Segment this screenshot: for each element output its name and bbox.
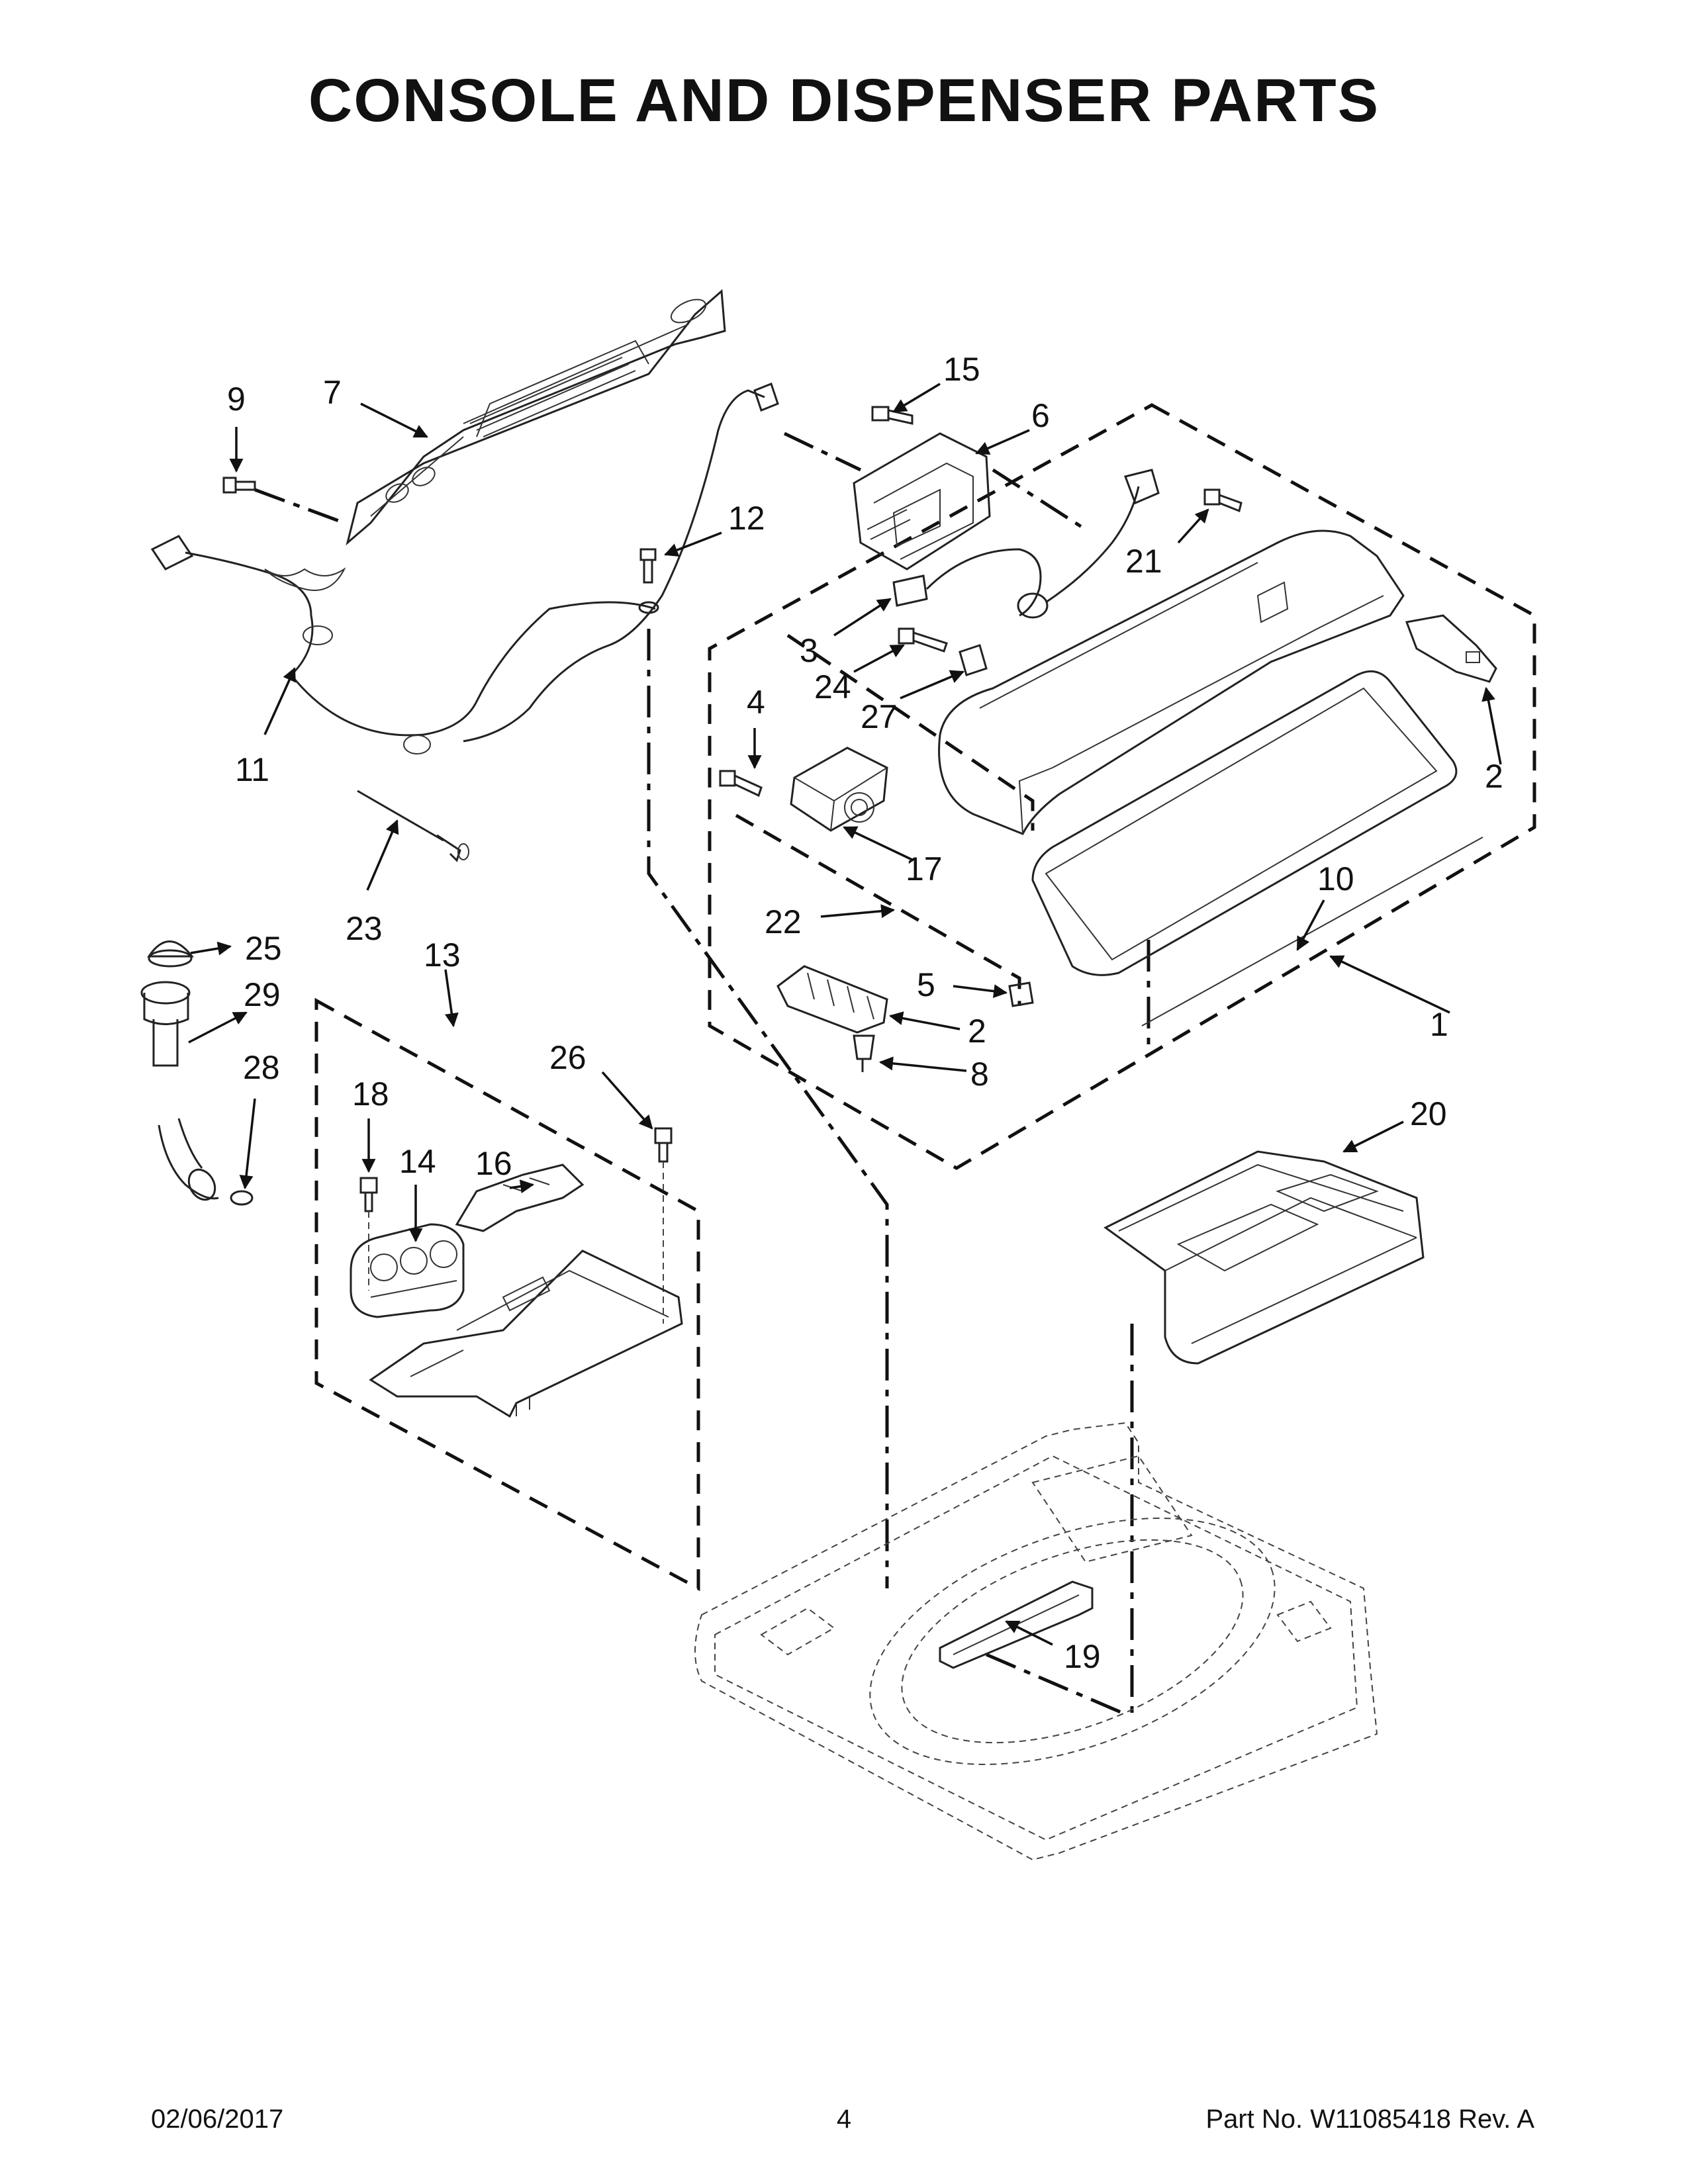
alignment-line-main xyxy=(647,629,889,1588)
callout-numbers: 1 2 2 3 4 5 6 7 8 9 10 11 12 13 14 15 16… xyxy=(227,351,1503,1675)
callout-22: 22 xyxy=(765,903,802,940)
callout-15: 15 xyxy=(943,351,980,388)
callout-6: 6 xyxy=(1031,397,1050,434)
callout-5: 5 xyxy=(917,966,935,1003)
footer-part-number: Part No. W11085418 Rev. A xyxy=(1205,2105,1534,2134)
callout-2-lower: 2 xyxy=(968,1013,986,1050)
screw-21 xyxy=(1203,488,1243,513)
screw-12 xyxy=(638,548,659,614)
water-valve-14 xyxy=(350,1223,465,1318)
callout-9: 9 xyxy=(227,381,246,418)
screen-25 xyxy=(147,940,195,968)
hinge-2-lower xyxy=(776,965,888,1034)
control-housing-boundary xyxy=(786,633,1035,831)
alignment-line-bracket19 xyxy=(986,1653,1126,1716)
callout-28: 28 xyxy=(243,1049,280,1086)
callout-26: 26 xyxy=(549,1039,586,1076)
console-rear-panel-7 xyxy=(346,289,726,546)
callout-29: 29 xyxy=(244,976,281,1013)
hinge-2-right xyxy=(1405,614,1497,683)
screw-15 xyxy=(871,406,914,425)
callout-20: 20 xyxy=(1410,1095,1447,1132)
callout-4: 4 xyxy=(747,684,765,721)
alignment-line-board xyxy=(783,432,1087,531)
callout-8: 8 xyxy=(970,1056,989,1093)
screw-9 xyxy=(222,477,256,494)
console-inner-boundary xyxy=(735,813,1021,1006)
screw-24 xyxy=(898,627,948,653)
callout-25: 25 xyxy=(245,930,282,967)
module-17 xyxy=(790,747,888,832)
callout-7: 7 xyxy=(323,374,342,411)
control-board-6 xyxy=(853,432,991,570)
valve-bracket-13 xyxy=(369,1250,683,1418)
callout-10: 10 xyxy=(1317,860,1354,897)
callout-24: 24 xyxy=(814,668,851,705)
clip-27 xyxy=(959,644,988,676)
callout-27: 27 xyxy=(861,698,898,735)
callout-17: 17 xyxy=(906,850,943,887)
hose-28 xyxy=(158,1118,254,1206)
callout-13: 13 xyxy=(424,936,461,974)
footer-page-number: 4 xyxy=(836,2105,852,2134)
dispenser-drawer-20 xyxy=(1103,1150,1425,1365)
screw-18 xyxy=(359,1177,378,1291)
screw-4 xyxy=(719,770,763,797)
callout-1: 1 xyxy=(1430,1006,1448,1043)
washer-top-cabinet xyxy=(694,1422,1378,1861)
callout-19: 19 xyxy=(1064,1638,1101,1675)
screw-8 xyxy=(853,1034,875,1072)
console-lens-10 xyxy=(1031,670,1483,1026)
callout-16: 16 xyxy=(475,1145,512,1182)
bumper-5 xyxy=(1008,981,1034,1007)
screw-26 xyxy=(654,1127,673,1324)
alignment-line-screw9 xyxy=(254,488,345,525)
power-cord-11 xyxy=(150,535,656,754)
page-title: CONSOLE AND DISPENSER PARTS xyxy=(308,67,1380,134)
valve-assembly-boundary xyxy=(314,997,700,1592)
callout-11: 11 xyxy=(235,751,269,788)
callout-23: 23 xyxy=(346,910,383,947)
wire-harness-3 xyxy=(892,469,1160,619)
callout-14: 14 xyxy=(399,1143,436,1180)
callout-3: 3 xyxy=(800,632,818,669)
wire-harness xyxy=(463,389,765,743)
leader-arrows xyxy=(188,383,1502,1646)
console-housing xyxy=(938,529,1405,835)
callout-18: 18 xyxy=(352,1075,389,1113)
hose-29 xyxy=(140,981,191,1067)
console-assembly-boundary xyxy=(708,403,1536,1170)
callout-21: 21 xyxy=(1125,543,1162,580)
callout-12: 12 xyxy=(728,500,765,537)
footer-date: 02/06/2017 xyxy=(151,2105,284,2134)
rod-23 xyxy=(357,790,469,862)
callout-2-right: 2 xyxy=(1485,758,1503,795)
